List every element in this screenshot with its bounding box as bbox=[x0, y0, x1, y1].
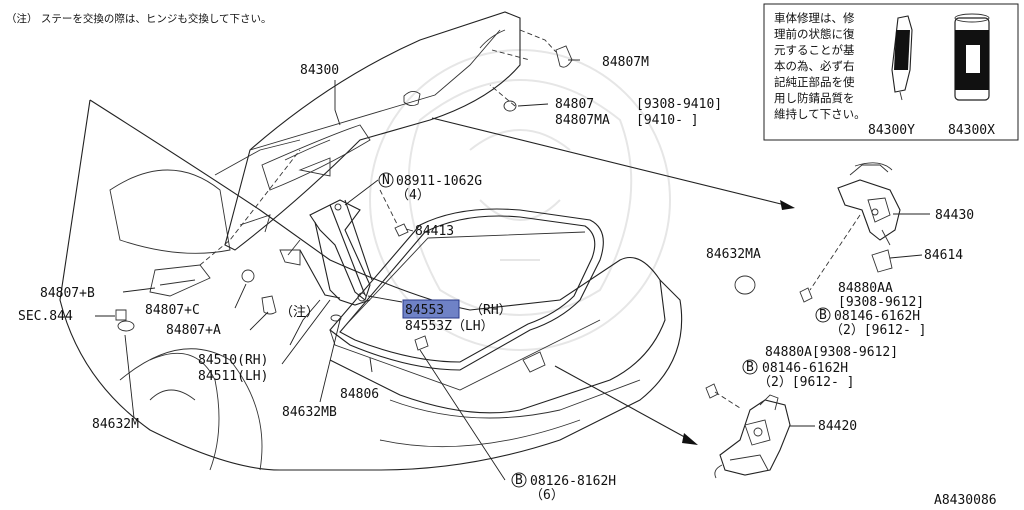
part-label-84807MA[interactable]: 84807MA bbox=[555, 113, 610, 128]
notice-line: 維持して下さい。 bbox=[774, 107, 866, 121]
symbol-n: N bbox=[382, 173, 390, 188]
notice-line: 記純正部品を使 bbox=[774, 75, 855, 89]
car-body bbox=[59, 99, 683, 471]
part-label-84632M[interactable]: 84632M bbox=[92, 417, 139, 432]
part-label-84300Y[interactable]: 84300Y bbox=[868, 123, 915, 138]
part-label-84807[interactable]: 84807 bbox=[555, 97, 594, 112]
part-label-84880A[interactable]: 84880A[9308-9612] bbox=[765, 345, 898, 360]
part-label-84807M[interactable]: 84807M bbox=[602, 55, 649, 70]
hinge-stay bbox=[279, 199, 373, 306]
part-label-sec844[interactable]: SEC.844 bbox=[18, 309, 73, 324]
note-top: （注） ステーを交換の際は、ヒンジも交換して下さい。 bbox=[6, 12, 272, 25]
striker-84430 bbox=[799, 162, 901, 303]
part-labels: 84300 84807M 84807 [9308-9410] 84807MA [… bbox=[18, 55, 997, 508]
part-label-08126-8162H[interactable]: 08126-8162H bbox=[530, 474, 616, 489]
part-label-84807B[interactable]: 84807+B bbox=[40, 286, 95, 301]
pointer-arrows bbox=[431, 117, 795, 445]
leader-lines bbox=[95, 59, 930, 481]
part-label-84420[interactable]: 84420 bbox=[818, 419, 857, 434]
part-label-84807-range: [9308-9410] bbox=[636, 97, 722, 112]
part-label-84553[interactable]: 84553 bbox=[405, 303, 444, 318]
part-label-84553-rh: （RH） bbox=[470, 303, 512, 318]
part-label-84880AA-range: [9308-9612] bbox=[838, 295, 924, 310]
part-label-84300[interactable]: 84300 bbox=[300, 63, 339, 78]
highlight-84553[interactable] bbox=[402, 299, 460, 319]
part-label-84807C[interactable]: 84807+C bbox=[145, 303, 200, 318]
part-label-84511[interactable]: 84511(LH) bbox=[198, 369, 268, 384]
diagram-code: A8430086 bbox=[934, 493, 997, 508]
part-label-84807A[interactable]: 84807+A bbox=[166, 323, 221, 338]
notice-line: 本の為、必ず右 bbox=[774, 59, 855, 73]
part-qty: （2）[9612- ] bbox=[830, 323, 926, 338]
part-label-84430[interactable]: 84430 bbox=[935, 208, 974, 223]
part-label-84807MA-range: [9410- ] bbox=[636, 113, 699, 128]
notice-line: 元することが基 bbox=[774, 43, 855, 57]
notice-line: 用し防錆品質を bbox=[774, 91, 855, 105]
trunk-lid bbox=[224, 11, 521, 251]
part-label-84880AA[interactable]: 84880AA bbox=[838, 281, 893, 296]
symbol-b: B bbox=[515, 473, 523, 488]
part-label-84632MB[interactable]: 84632MB bbox=[282, 405, 337, 420]
part-qty: （2）[9612- ] bbox=[758, 375, 854, 390]
part-label-84806[interactable]: 84806 bbox=[340, 387, 379, 402]
notice-box bbox=[763, 3, 1019, 141]
part-label-84510[interactable]: 84510(RH) bbox=[198, 353, 268, 368]
part-label-08146-6162H-b[interactable]: 08146-6162H bbox=[762, 361, 848, 376]
symbol-b: B bbox=[746, 360, 754, 375]
notice-text: 車体修理は、修 理前の状態に復 元することが基 本の為、必ず右 記純正部品を使 … bbox=[774, 11, 995, 138]
part-label-84553Z[interactable]: 84553Z（LH） bbox=[405, 319, 494, 334]
part-label-08911-1062G[interactable]: 08911-1062G bbox=[396, 174, 482, 189]
trunk-opening bbox=[329, 208, 604, 391]
part-label-84614[interactable]: 84614 bbox=[924, 248, 963, 263]
circled-symbols bbox=[378, 172, 831, 488]
lock-84420 bbox=[705, 383, 791, 479]
part-label-84413[interactable]: 84413 bbox=[415, 224, 454, 239]
symbol-b: B bbox=[819, 308, 827, 323]
part-qty: （6） bbox=[530, 488, 564, 503]
part-label-84632MA[interactable]: 84632MA bbox=[706, 247, 761, 262]
notice-line: 理前の状態に復 bbox=[774, 27, 855, 41]
notice-line: 車体修理は、修 bbox=[774, 11, 855, 25]
part-qty: （4） bbox=[396, 188, 430, 203]
note-mark: （注） bbox=[280, 305, 319, 320]
part-label-84300X[interactable]: 84300X bbox=[948, 123, 995, 138]
part-label-08146-6162H[interactable]: 08146-6162H bbox=[834, 309, 920, 324]
